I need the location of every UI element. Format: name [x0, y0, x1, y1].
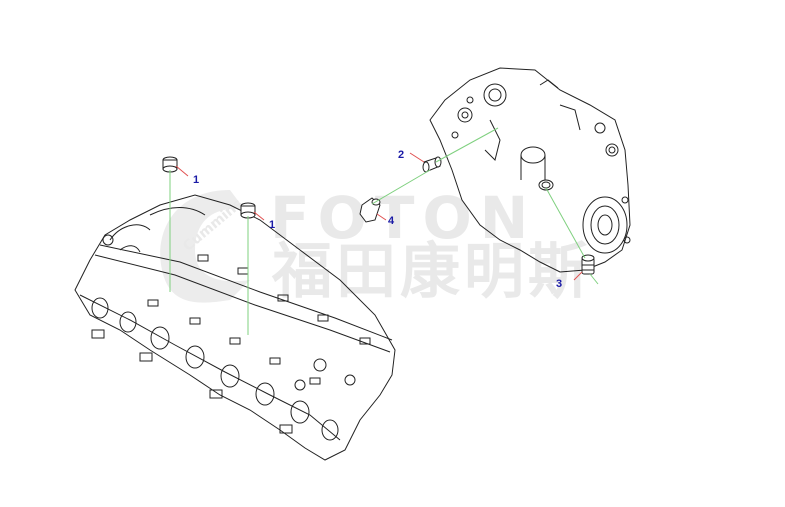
callout-2: 2: [398, 149, 404, 161]
port-row: [91, 297, 339, 441]
callout-1b: 1: [269, 219, 275, 231]
leader-lines: [169, 127, 599, 335]
callout-4: 4: [388, 215, 395, 227]
watermark-brand-chinese: 福田康明斯: [271, 237, 592, 307]
callout-3: 3: [556, 278, 562, 290]
watermark-brand-latin: FOTON: [270, 184, 536, 252]
callout-1a: 1: [193, 174, 199, 186]
bolt-bosses: [147, 254, 371, 385]
part-1a-plug: [162, 156, 178, 173]
cylinder-head-drawing: [74, 194, 396, 461]
part-1b-plug: [240, 202, 256, 219]
cummins-logo: Cummins: [160, 190, 250, 303]
watermark: Cummins FOTON 福田康明斯: [160, 184, 592, 307]
part-3-fitting: [581, 254, 595, 275]
callout-labels: 1 1 2 3 4: [193, 149, 562, 290]
part-2-fitting: [422, 156, 442, 173]
